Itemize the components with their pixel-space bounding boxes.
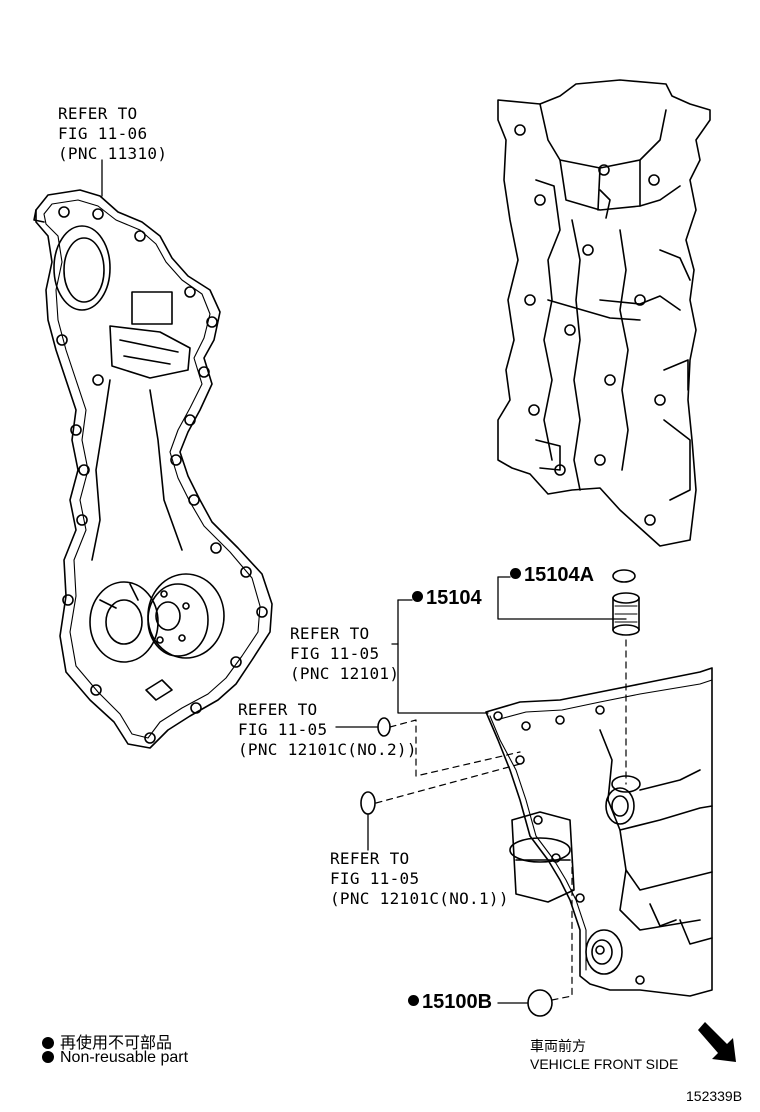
refer-label-oil-pan-c: REFER TO FIG 11-05 (PNC 12101C(NO.1)) bbox=[330, 849, 509, 909]
o-ring-no1 bbox=[360, 791, 376, 815]
legend-jp-text: 再使用不可部品 bbox=[60, 1035, 173, 1052]
legend-en: Non-reusable part bbox=[42, 1049, 188, 1067]
refer-line2: FIG 11-06 bbox=[58, 124, 148, 143]
part-number-text: 15100B bbox=[422, 991, 493, 1013]
legend-dot-icon bbox=[42, 1050, 54, 1063]
timing-chain-cover bbox=[33, 189, 273, 749]
non-reusable-dot-icon bbox=[412, 591, 423, 603]
part-number-15104[interactable]: 15104 bbox=[412, 587, 482, 610]
refer-line1: REFER TO bbox=[290, 624, 370, 643]
oil-pan bbox=[485, 667, 713, 997]
refer-line1: REFER TO bbox=[330, 849, 410, 868]
vehicle-front-jp: 車両前方 bbox=[530, 1038, 586, 1054]
refer-label-oil-pan-b: REFER TO FIG 11-05 (PNC 12101C(NO.2)) bbox=[238, 700, 417, 760]
refer-line1: REFER TO bbox=[238, 700, 318, 719]
part-number-text: 15104 bbox=[426, 587, 482, 609]
dashed-alignment-lines bbox=[375, 639, 627, 1001]
part-number-15100b[interactable]: 15100B bbox=[408, 991, 492, 1014]
figure-id: 152339B bbox=[686, 1088, 743, 1104]
vehicle-front-arrow-icon bbox=[698, 1022, 736, 1062]
legend-jp: 再使用不可部品 bbox=[42, 1029, 172, 1053]
refer-line3: (PNC 11310) bbox=[58, 144, 168, 163]
non-reusable-dot-icon bbox=[408, 995, 419, 1007]
refer-line1: REFER TO bbox=[58, 104, 138, 123]
part-number-text: 15104A bbox=[524, 564, 595, 586]
gasket-15100b bbox=[527, 989, 553, 1017]
engine-block-upper bbox=[497, 79, 711, 547]
refer-label-oil-pan-a: REFER TO FIG 11-05 (PNC 12101) bbox=[290, 624, 399, 684]
leader-lines bbox=[101, 159, 627, 1004]
vehicle-front-en: VEHICLE FRONT SIDE bbox=[530, 1056, 679, 1072]
refer-line2: FIG 11-05 bbox=[238, 720, 328, 739]
o-ring-15104a bbox=[612, 569, 636, 583]
non-reusable-dot-icon bbox=[510, 568, 521, 580]
oil-strainer-15104 bbox=[612, 592, 640, 636]
refer-line3: (PNC 12101) bbox=[290, 664, 400, 683]
legend-dot-icon bbox=[42, 1036, 54, 1049]
part-number-15104a[interactable]: 15104A bbox=[510, 564, 594, 587]
refer-line3: (PNC 12101C(NO.2)) bbox=[238, 740, 417, 759]
refer-line3: (PNC 12101C(NO.1)) bbox=[330, 889, 509, 908]
refer-line2: FIG 11-05 bbox=[330, 869, 420, 888]
legend-en-text: Non-reusable part bbox=[60, 1049, 189, 1066]
refer-line2: FIG 11-05 bbox=[290, 644, 380, 663]
refer-label-timing-cover: REFER TO FIG 11-06 (PNC 11310) bbox=[58, 104, 167, 164]
